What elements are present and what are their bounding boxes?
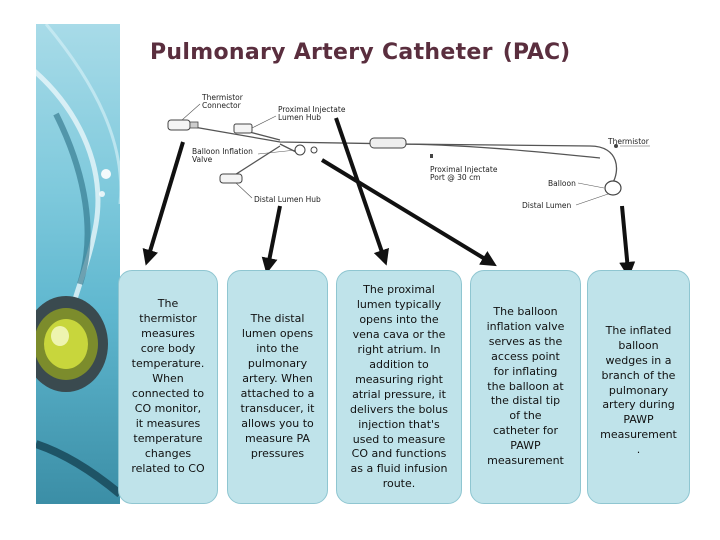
- balloon-valve-shape: [294, 144, 318, 156]
- callout-distal-lumen: The distal lumen opens into the pulmonar…: [227, 270, 328, 504]
- proximal-port-mark: [430, 154, 433, 158]
- callout-inflated-balloon: The inflated balloon wedges in a branch …: [587, 270, 690, 504]
- label-distal-lumen: Distal Lumen: [522, 201, 571, 210]
- leader-lines: [181, 103, 650, 206]
- thermistor-connector-shape: [167, 119, 199, 131]
- catheter-diagram: Thermistor Connector Proximal Injectate …: [167, 93, 650, 210]
- callout-text: The balloon inflation valve serves as th…: [486, 304, 565, 468]
- callout-proximal-lumen: The proximal lumen typically opens into …: [336, 270, 462, 504]
- stethoscope-illustration: [36, 24, 120, 504]
- label-thermistor-connector: Thermistor Connector: [201, 93, 245, 110]
- callout-text: The proximal lumen typically opens into …: [350, 283, 448, 491]
- proximal-hub-shape: [233, 123, 253, 134]
- balloon-shape: [604, 180, 622, 196]
- thermistor-dot: [614, 144, 618, 148]
- label-balloon-valve: Balloon Inflation Valve: [192, 147, 255, 164]
- distal-hub-shape: [219, 173, 243, 184]
- callout-balloon-valve: The balloon inflation valve serves as th…: [470, 270, 581, 504]
- title-abbreviation: (PAC): [502, 40, 571, 65]
- label-thermistor: Thermistor: [607, 137, 650, 146]
- junction-shape: [369, 137, 407, 149]
- callout-text: The distal lumen opens into the pulmonar…: [240, 312, 315, 460]
- title-text: Pulmonary Artery Catheter: [150, 40, 493, 65]
- callout-text: The thermistor measures core body temper…: [131, 297, 205, 475]
- label-proximal-hub: Proximal Injectate Lumen Hub: [278, 105, 348, 122]
- label-proximal-port: Proximal Injectate Port @ 30 cm: [430, 165, 500, 182]
- callout-thermistor: The thermistor measures core body temper…: [118, 270, 218, 504]
- slide-title: Pulmonary Artery Catheter (PAC): [150, 40, 620, 80]
- label-distal-hub: Distal Lumen Hub: [254, 195, 321, 204]
- callout-text: The inflated balloon wedges in a branch …: [600, 323, 677, 457]
- label-balloon: Balloon: [548, 179, 576, 188]
